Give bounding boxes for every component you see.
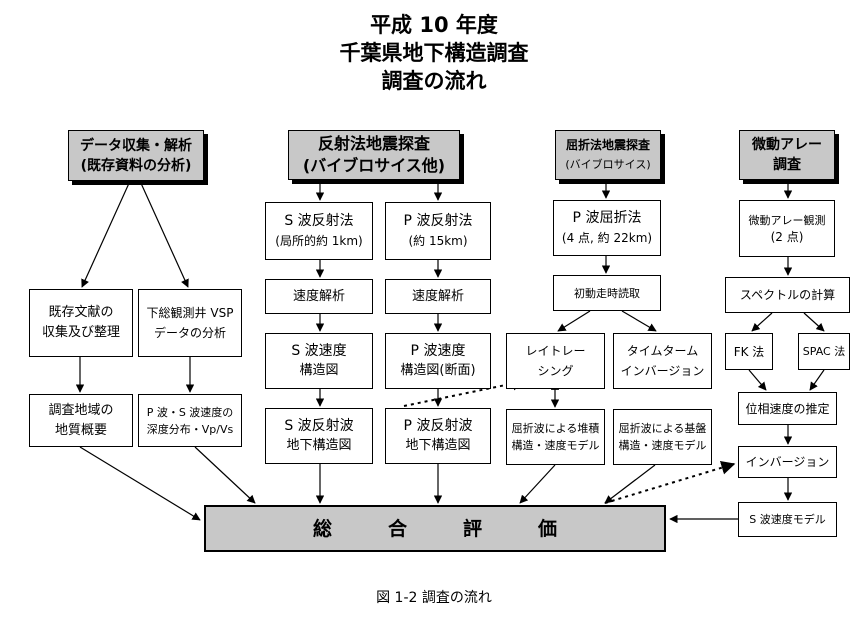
header-data-collection: データ収集・解析 (既存資料の分析) — [68, 130, 204, 181]
box-line: 既存文献の — [48, 305, 114, 320]
box-velocity-distribution: P 波・S 波速度の 深度分布・Vp/Vs — [138, 394, 242, 447]
header-line: 反射法地震探査 — [317, 134, 430, 153]
box-line: S 波反射波 — [284, 418, 354, 434]
box-ray-tracing: レイトレー シング — [506, 333, 605, 389]
title-line-2: 千葉県地下構造調査 — [339, 41, 529, 65]
box-line: 地下構造図 — [286, 438, 352, 453]
box-microtremor-observation: 微動アレー観測 (2 点) — [739, 200, 835, 257]
box-p-velocity-structure: P 波速度 構造図(断面) — [385, 333, 491, 389]
arrow — [79, 446, 201, 521]
figure-caption: 図 1-2 調査の流れ — [376, 590, 492, 606]
arrow — [621, 310, 657, 332]
box-line: シング — [537, 364, 574, 378]
box-line: P 波反射波 — [403, 418, 473, 434]
box-comprehensive-evaluation: 総合評価 — [204, 505, 666, 552]
arrow — [557, 310, 591, 332]
header-line: (バイブロサイス他) — [302, 156, 446, 175]
box-s-velocity-analysis: 速度解析 — [265, 279, 373, 314]
box-line: (2 点) — [770, 229, 804, 244]
box-s-reflection-map: S 波反射波 地下構造図 — [265, 408, 373, 464]
final-label: 総合評価 — [285, 519, 585, 539]
box-line: タイムターム — [626, 344, 699, 358]
box-s-velocity-structure: S 波速度 構造図 — [265, 333, 373, 389]
box-line: 深度分布・Vp/Vs — [146, 422, 234, 436]
header-line: 屈折法地震探査 — [565, 138, 650, 152]
arrow — [139, 180, 189, 288]
box-line: 地下構造図 — [405, 438, 471, 453]
box-p-velocity-analysis: 速度解析 — [385, 279, 491, 314]
box-line: 構造図 — [299, 363, 339, 378]
box-p-wave-refraction: P 波屈折法 (4 点, 約 22km) — [553, 200, 661, 256]
box-line: P 波・S 波速度の — [146, 405, 234, 419]
arrow — [519, 464, 556, 504]
box-line: P 波屈折法 — [572, 210, 642, 226]
title-line-1: 平成 10 年度 — [370, 13, 498, 37]
box-line: 調査地域の — [48, 402, 114, 418]
box-line: P 波反射法 — [403, 213, 473, 229]
arrow — [604, 464, 656, 504]
box-spac-method: SPAC 法 — [798, 333, 850, 370]
header-line: (既存資料の分析) — [80, 157, 192, 174]
header-line: 調査 — [773, 157, 801, 173]
box-p-wave-reflection: P 波反射法 (約 15km) — [385, 202, 491, 260]
box-line: S 波反射法 — [284, 213, 354, 229]
box-vsp: 下総観測井 VSP データの分析 — [138, 289, 242, 357]
box-s-wave-reflection: S 波反射法 (局所的約 1km) — [265, 202, 373, 260]
box-line: データの分析 — [153, 326, 226, 340]
box-line: 屈折波による堆積 — [511, 422, 600, 435]
box-s-velocity-model: S 波速度モデル — [738, 502, 837, 537]
final-char: 評 — [463, 517, 483, 540]
arrow — [748, 369, 767, 391]
box-literature: 既存文献の 収集及び整理 — [29, 289, 133, 357]
box-geology: 調査地域の 地質概要 — [29, 394, 133, 447]
box-line: (4 点, 約 22km) — [561, 231, 653, 245]
box-spectrum: スペクトルの計算 — [725, 277, 850, 313]
arrow — [809, 369, 825, 391]
final-char: 総 — [312, 517, 332, 540]
box-line: 地質概要 — [54, 422, 107, 438]
header-line: データ収集・解析 — [80, 137, 192, 154]
box-line: 構造・速度モデル — [511, 439, 600, 452]
box-line: S 波速度 — [291, 343, 347, 359]
box-phase-velocity: 位相速度の推定 — [738, 392, 837, 425]
box-fk-method: FK 法 — [725, 333, 773, 370]
box-line: P 波速度 — [410, 343, 466, 359]
box-line: 収集及び整理 — [41, 325, 120, 340]
arrow — [81, 180, 131, 288]
box-line: 下総観測井 VSP — [146, 306, 234, 320]
box-line: 構造図(断面) — [400, 363, 476, 378]
arrow — [803, 312, 825, 332]
box-time-term-inversion: タイムターム インバージョン — [613, 333, 712, 389]
box-line: (約 15km) — [408, 234, 468, 248]
box-line: 屈折波による基盤 — [618, 422, 707, 435]
box-line: 構造・速度モデル — [618, 439, 707, 452]
box-basement-model: 屈折波による基盤 構造・速度モデル — [613, 409, 712, 465]
arrow — [194, 446, 256, 504]
box-sediment-model: 屈折波による堆積 構造・速度モデル — [506, 409, 605, 465]
box-first-arrival: 初動走時読取 — [553, 275, 661, 311]
final-char: 価 — [538, 517, 558, 540]
box-inversion: インバージョン — [738, 446, 837, 478]
box-p-reflection-map: P 波反射波 地下構造図 — [385, 408, 491, 464]
final-char: 合 — [387, 517, 407, 540]
header-reflection-survey: 反射法地震探査 (バイブロサイス他) — [288, 130, 460, 180]
header-line: 微動アレー — [752, 137, 822, 153]
box-line: インバージョン — [620, 364, 705, 378]
box-line: (局所的約 1km) — [275, 234, 363, 248]
box-line: レイトレー — [525, 344, 586, 358]
header-refraction-survey: 屈折法地震探査 (バイブロサイス) — [555, 130, 661, 180]
header-line: (バイブロサイス) — [565, 158, 651, 171]
dotted-arrow — [604, 460, 736, 504]
arrow — [751, 312, 773, 332]
title-line-3: 調査の流れ — [381, 69, 487, 93]
box-line: 微動アレー観測 — [748, 213, 826, 227]
header-microtremor-array: 微動アレー 調査 — [739, 130, 835, 180]
